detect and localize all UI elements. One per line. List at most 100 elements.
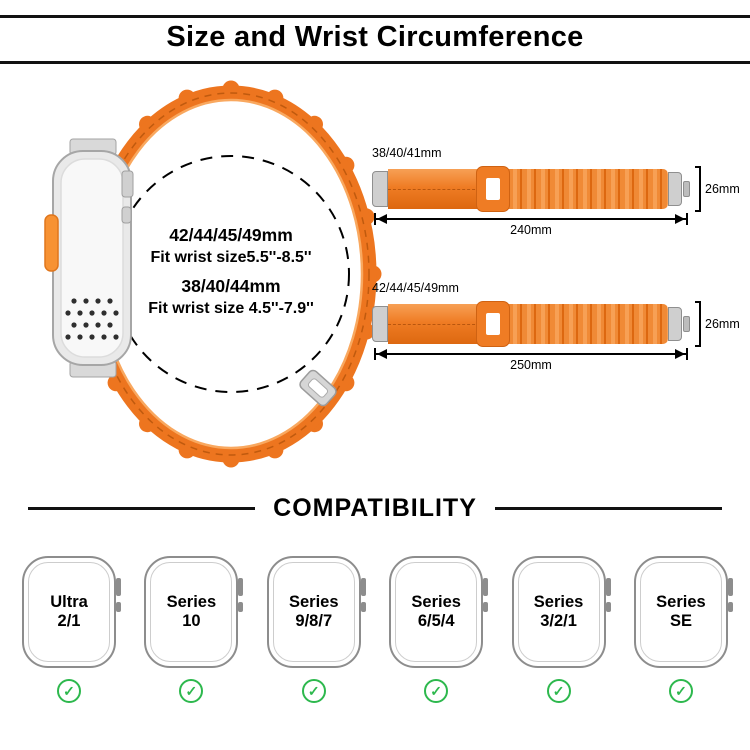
check-icon: ✓ [430, 682, 443, 699]
side-button-bump-icon [360, 602, 366, 612]
crown-bump-icon [360, 578, 366, 596]
measure-line [374, 348, 688, 360]
band-loop-stitch [92, 92, 370, 456]
band-graphic [372, 166, 690, 212]
compatible-models-row: Ultra 2/1 ✓ Series 10 ✓ Series 9/8/7 [12, 556, 738, 703]
crown-bump-icon [727, 578, 733, 596]
g-hook-buckle [476, 166, 510, 212]
buckle-hole [486, 313, 500, 335]
digital-crown [121, 170, 134, 198]
width-bracket [695, 301, 701, 347]
band-row: 26mm [372, 301, 744, 347]
check-icon: ✓ [63, 682, 75, 699]
case-face [60, 158, 124, 358]
speaker-grid [65, 298, 119, 340]
band-width-label: 26mm [705, 317, 740, 331]
band-size-diagrams: 38/40/41mm 26mm 240mm 42/44/45/49mm [372, 146, 744, 416]
side-button-bump-icon [605, 602, 611, 612]
model-name: Series SE [656, 592, 706, 630]
length-measure: 250mm [372, 348, 690, 372]
model-series-3-2-1: Series 3/2/1 ✓ [502, 556, 616, 703]
length-measure: 240mm [372, 213, 690, 237]
check-badge: ✓ [668, 679, 693, 703]
check-badge: ✓ [57, 679, 81, 703]
check-badge: ✓ [424, 679, 449, 703]
band-diagram-small: 38/40/41mm 26mm 240mm [372, 146, 744, 237]
adapter-pin [683, 181, 690, 197]
watch-outline: Series 9/8/7 [266, 556, 366, 668]
g-hook-buckle [476, 301, 510, 347]
watch-adapter-left [372, 306, 388, 342]
model-series-se: Series SE ✓ [624, 556, 738, 703]
watch-case [44, 138, 134, 378]
arrowhead-right-icon [675, 349, 685, 359]
crown-bump-icon [116, 578, 121, 596]
watch-outline: Series SE [633, 556, 733, 668]
size-info-circle [112, 155, 350, 393]
strap-smooth-section [388, 304, 480, 344]
side-button [121, 206, 132, 224]
check-icon: ✓ [185, 682, 198, 699]
side-button-bump-icon [483, 602, 489, 612]
watch-adapter-right [668, 172, 682, 206]
watch-adapter-right [668, 307, 682, 341]
watch-illustration-svg: 42/44/45/49mm Fit wrist size5.5''-8.5'' … [44, 80, 382, 468]
model-name: Series 3/2/1 [533, 592, 584, 630]
watch-outline: Series 3/2/1 [511, 556, 611, 668]
crown-bump-icon [483, 578, 489, 596]
band-size-label: 38/40/41mm [372, 146, 442, 160]
check-icon: ✓ [675, 682, 687, 699]
watch-adapter-left [372, 171, 388, 207]
strap-ridged-section [506, 169, 668, 209]
side-button-bump-icon [238, 602, 244, 612]
compatibility-rule-left [28, 507, 256, 510]
band-diagram-large: 42/44/45/49mm 26mm 250mm [372, 281, 744, 372]
model-ultra-2-1: Ultra 2/1 ✓ [12, 556, 126, 703]
size-info-line3: 38/40/44mm [181, 276, 280, 296]
watch-outline: Series 10 [144, 556, 244, 668]
size-info-line4: Fit wrist size 4.5''-7.9'' [148, 300, 314, 317]
watch-outline: Ultra 2/1 [22, 556, 121, 668]
compatibility-header: COMPATIBILITY [28, 494, 723, 523]
band-graphic [372, 301, 690, 347]
adapter-pin [683, 316, 690, 332]
band-length-label: 250mm [510, 358, 552, 372]
action-button [44, 214, 59, 272]
buckle-hole [486, 178, 500, 200]
title-underline-rule [0, 61, 750, 64]
watch-band-illustration: 42/44/45/49mm Fit wrist size5.5''-8.5'' … [18, 75, 386, 477]
band-row: 26mm [372, 166, 744, 212]
arrowhead-left-icon [377, 349, 387, 359]
page-title: Size and Wrist Circumference [166, 21, 584, 53]
model-name: Series 9/8/7 [289, 592, 339, 630]
check-badge: ✓ [179, 679, 204, 703]
strap-ridged-section [506, 304, 668, 344]
measure-line [374, 213, 688, 225]
size-info-text: 42/44/45/49mm Fit wrist size5.5''-8.5'' … [148, 225, 314, 317]
check-icon: ✓ [552, 682, 565, 699]
side-button-bump-icon [727, 602, 733, 612]
model-series-6-5-4: Series 6/5/4 ✓ [379, 556, 493, 703]
arrowhead-right-icon [675, 214, 685, 224]
model-series-10: Series 10 ✓ [134, 556, 248, 703]
strap-smooth-section [388, 169, 480, 209]
compatibility-title: COMPATIBILITY [273, 494, 477, 522]
model-series-9-8-7: Series 9/8/7 ✓ [257, 556, 371, 703]
model-name: Series 10 [166, 592, 217, 630]
check-badge: ✓ [546, 679, 571, 703]
band-slider [299, 369, 337, 407]
band-width-label: 26mm [705, 182, 740, 196]
model-name: Series 6/5/4 [411, 592, 461, 630]
crown-bump-icon [605, 578, 611, 596]
size-info-line1: 42/44/45/49mm [169, 225, 293, 245]
crown-bump-icon [238, 578, 244, 596]
band-length-label: 240mm [510, 223, 552, 237]
model-name: Ultra 2/1 [50, 592, 88, 630]
top-rule [0, 15, 750, 18]
check-badge: ✓ [301, 679, 326, 703]
width-bracket [695, 166, 701, 212]
side-button-bump-icon [116, 602, 121, 612]
watch-outline: Series 6/5/4 [389, 556, 489, 668]
compatibility-rule-right [494, 507, 723, 510]
size-info-line2: Fit wrist size5.5''-8.5'' [150, 249, 311, 266]
